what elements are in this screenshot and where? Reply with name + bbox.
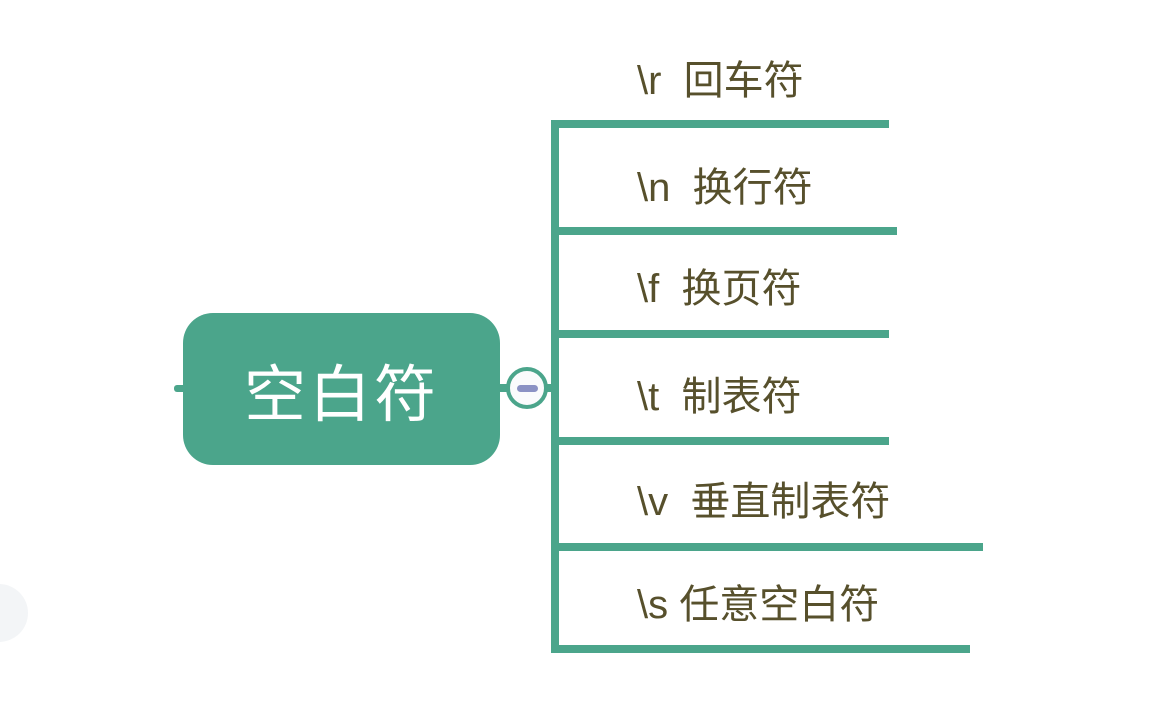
branch-underline-v (551, 543, 983, 551)
root-topic-label: 空白符 (243, 361, 439, 430)
branch-underline-n (551, 227, 897, 235)
branch-topic-tab[interactable]: \t 制表符 (637, 375, 802, 419)
node-to-button-connector (497, 384, 509, 392)
parent-connector-stub (174, 385, 184, 392)
collapse-button[interactable] (506, 367, 548, 409)
corner-overlay-circle (0, 584, 28, 642)
branch-topic-any-whitespace[interactable]: \s 任意空白符 (637, 583, 880, 627)
branch-topic-carriage-return[interactable]: \r 回车符 (637, 59, 804, 103)
branch-underline-t (551, 437, 889, 445)
branch-topic-vertical-tab[interactable]: \v 垂直制表符 (637, 480, 891, 524)
branch-underline-f (551, 330, 889, 338)
branch-topic-form-feed[interactable]: \f 换页符 (637, 267, 802, 311)
branch-topic-newline[interactable]: \n 换行符 (637, 166, 813, 210)
branch-spine-line (551, 120, 559, 653)
topic-node-whitespace[interactable]: 空白符 (183, 313, 500, 465)
minus-icon (516, 384, 538, 392)
branch-underline-s (551, 645, 970, 653)
branch-underline-r (551, 120, 889, 128)
